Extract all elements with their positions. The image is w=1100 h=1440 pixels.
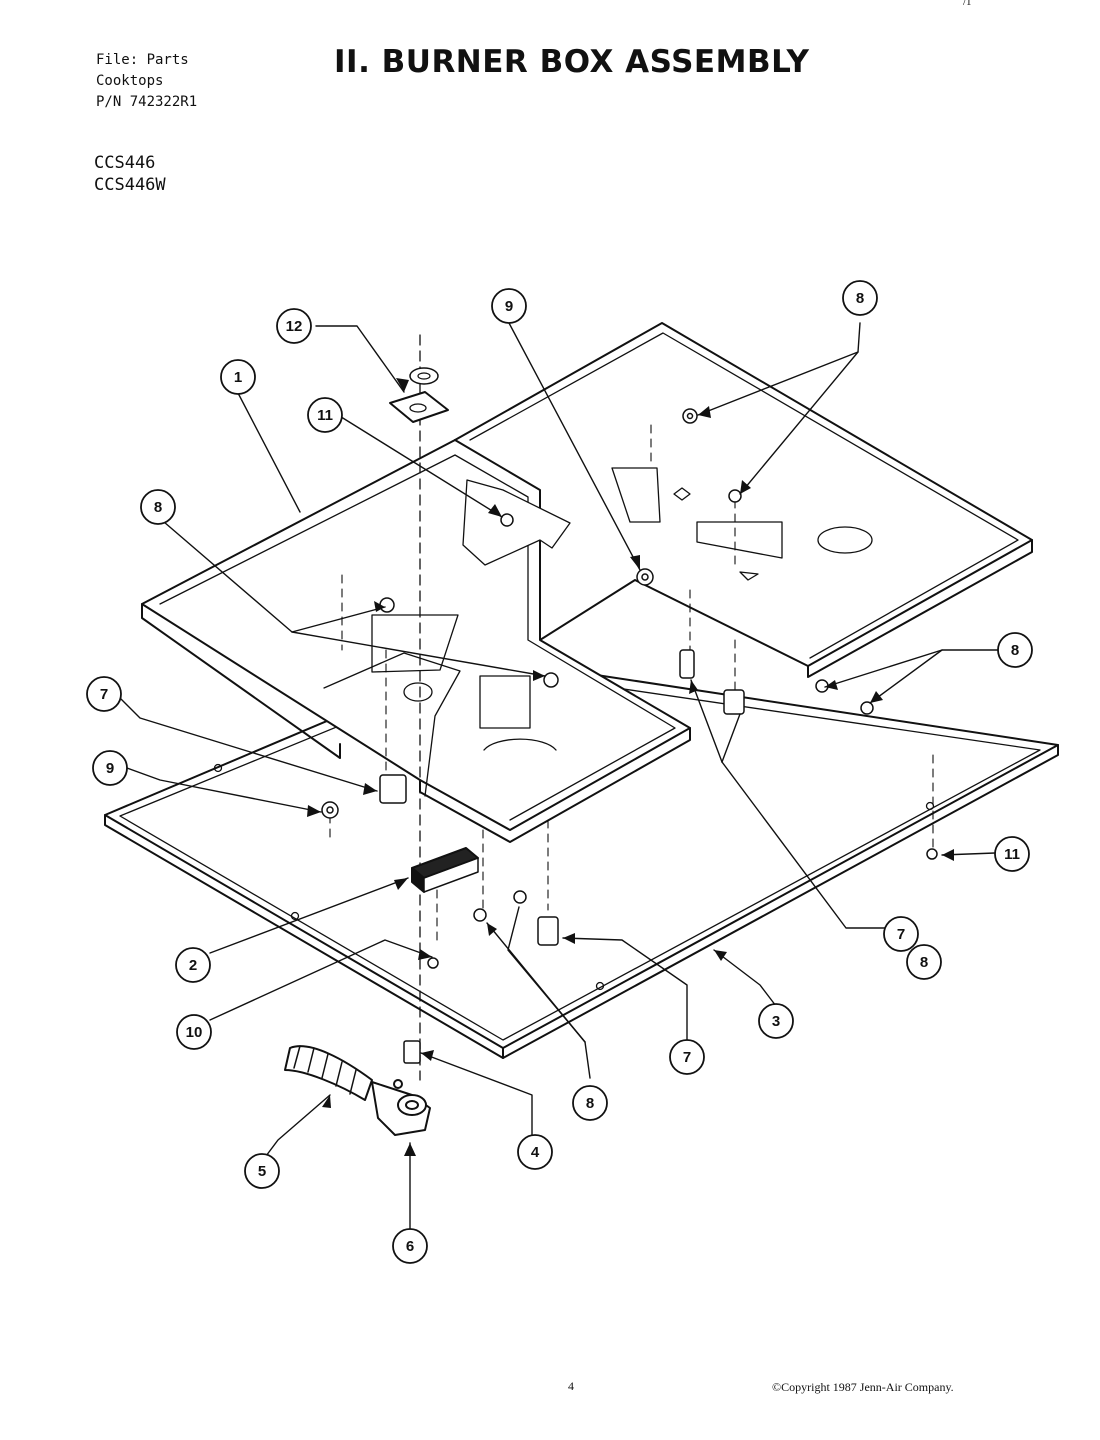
corner-mark: /1 [963,0,972,8]
model-list: CCS446 CCS446W [94,152,166,196]
part-2-terminal-block [411,847,479,893]
right-burner-pan [454,322,1033,678]
svg-text:5: 5 [258,1163,266,1180]
callout-7-right: 7 [883,916,919,952]
callout-8-top-right: 8 [842,280,878,316]
svg-text:6: 6 [406,1238,414,1255]
callout-7-left: 7 [86,676,122,712]
callout-10: 10 [176,1014,212,1050]
callout-6: 6 [392,1228,428,1264]
svg-text:8: 8 [856,290,864,307]
svg-text:3: 3 [772,1013,780,1030]
model-ccs446w: CCS446W [94,175,166,195]
part-5-hose [284,1045,373,1101]
svg-text:11: 11 [1004,846,1020,863]
svg-text:2: 2 [189,957,197,974]
callout-11-top: 11 [307,397,343,433]
callout-9-top: 9 [491,288,527,324]
svg-text:8: 8 [586,1095,594,1112]
callout-8-left: 8 [140,489,176,525]
callout-8-right-lower: 8 [906,944,942,980]
callout-2: 2 [175,947,211,983]
file-info: File: Parts Cooktops P/N 742322R1 [96,50,197,113]
svg-text:8: 8 [154,499,162,516]
callout-9-left: 9 [92,750,128,786]
svg-text:8: 8 [1011,642,1019,659]
svg-text:10: 10 [186,1024,203,1041]
part-12-gasket [389,367,449,423]
callout-11-right: 11 [994,836,1030,872]
callout-3: 3 [758,1003,794,1039]
callout-1: 1 [220,359,256,395]
svg-text:7: 7 [897,926,905,943]
callout-8-bottom: 8 [572,1085,608,1121]
page-number: 4 [568,1379,574,1393]
callout-5: 5 [244,1153,280,1189]
svg-text:9: 9 [505,298,513,315]
svg-text:4: 4 [531,1144,540,1161]
model-ccs446: CCS446 [94,153,156,173]
category-line: Cooktops [96,73,164,89]
page-title: II. BURNER BOX ASSEMBLY [334,44,810,80]
svg-text:11: 11 [317,407,333,424]
svg-text:7: 7 [683,1049,691,1066]
part-number-line: P/N 742322R1 [96,94,198,110]
callout-8-right: 8 [997,632,1033,668]
callout-12: 12 [276,308,312,344]
part-6-fitting [371,1079,431,1136]
svg-text:1: 1 [234,369,242,386]
svg-text:12: 12 [286,318,303,335]
svg-text:7: 7 [100,686,108,703]
copyright-notice: ©Copyright 1987 Jenn-Air Company. [772,1380,954,1394]
callout-4: 4 [517,1134,553,1170]
svg-text:9: 9 [106,760,114,777]
callout-7-bottom: 7 [669,1039,705,1075]
file-line: File: Parts [96,52,189,68]
svg-text:8: 8 [920,954,928,971]
